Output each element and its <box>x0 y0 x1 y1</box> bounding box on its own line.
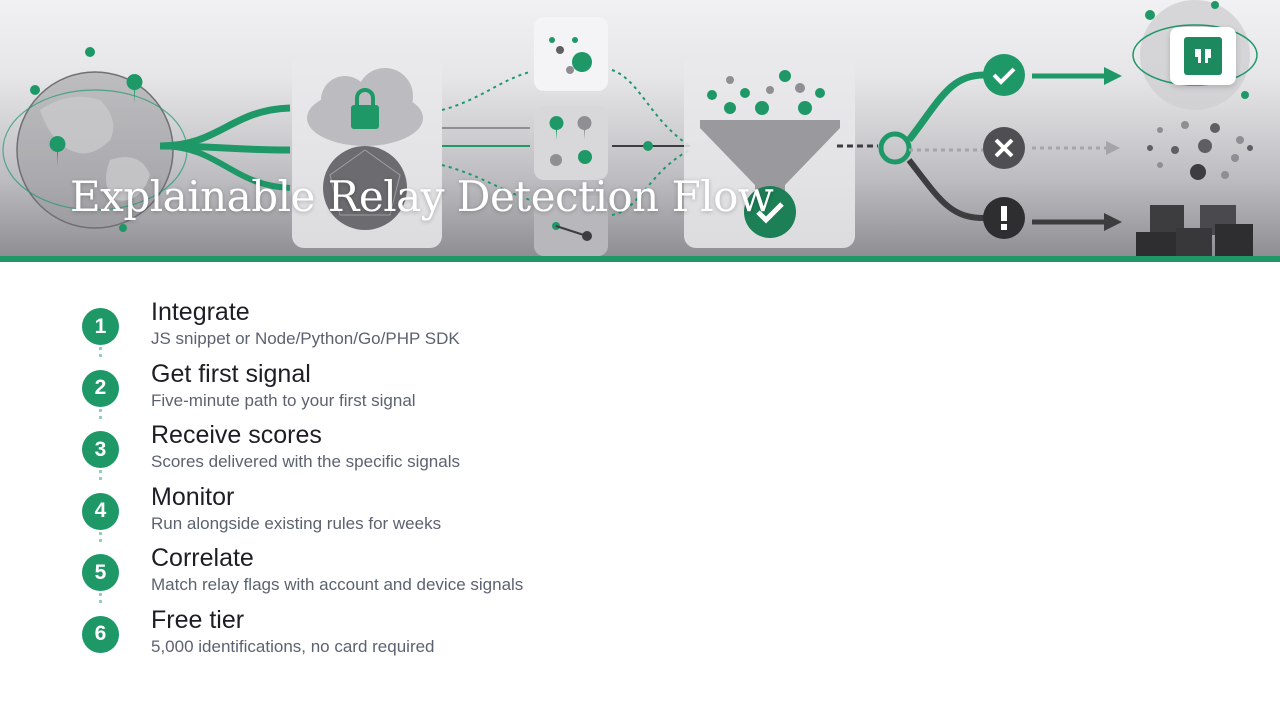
step-number-badge: 4 <box>82 492 119 530</box>
hero-illustration <box>2 0 1258 256</box>
list-item: 4 Monitor Run alongside existing rules f… <box>80 481 780 543</box>
alert-icon <box>983 197 1025 239</box>
step-connector <box>99 531 102 542</box>
step-title: Free tier <box>151 605 245 634</box>
list-item: 2 Get first signal Five-minute path to y… <box>80 358 780 420</box>
step-description: JS snippet or Node/Python/Go/PHP SDK <box>151 329 460 348</box>
step-title: Receive scores <box>151 421 322 449</box>
step-description: Run alongside existing rules for weeks <box>151 513 442 533</box>
page-title: Explainable Relay Detection Flow <box>70 172 774 221</box>
step-number-badge: 2 <box>82 369 119 407</box>
globe-icon <box>2 47 188 232</box>
step-title: Get first signal <box>151 359 311 388</box>
step-description: Five-minute path to your first signal <box>151 390 416 410</box>
list-item: 3 Receive scores Scores delivered with t… <box>80 419 780 481</box>
logo-badge <box>1170 27 1236 85</box>
list-item: 1 Integrate JS snippet or Node/Python/Go… <box>80 296 780 358</box>
arrow-icon <box>1032 67 1122 231</box>
steps-list: 1 Integrate JS snippet or Node/Python/Go… <box>80 296 780 665</box>
step-connector <box>99 347 102 357</box>
step-description: Match relay flags with account and devic… <box>151 575 524 594</box>
hero-divider <box>0 256 1280 262</box>
logo-icon <box>1184 37 1222 75</box>
check-icon <box>744 186 796 238</box>
step-title: Correlate <box>151 544 254 572</box>
hero-banner: Explainable Relay Detection Flow <box>0 0 1280 256</box>
step-title: Monitor <box>151 482 235 511</box>
step-connector <box>99 408 102 419</box>
step-connector <box>99 470 102 480</box>
step-number-badge: 3 <box>82 431 119 468</box>
lock-icon <box>351 88 379 129</box>
step-description: Scores delivered with the specific signa… <box>151 452 460 471</box>
list-item: 6 Free tier 5,000 identifications, no ca… <box>80 604 780 666</box>
funnel-icon <box>700 70 840 205</box>
list-item: 5 Correlate Match relay flags with accou… <box>80 542 780 604</box>
step-number-badge: 5 <box>82 554 119 591</box>
step-number-badge: 1 <box>82 308 119 345</box>
step-description: 5,000 identifications, no card required <box>151 636 435 656</box>
step-connector <box>99 593 102 603</box>
step-number-badge: 6 <box>82 615 119 653</box>
step-title: Integrate <box>151 298 250 326</box>
